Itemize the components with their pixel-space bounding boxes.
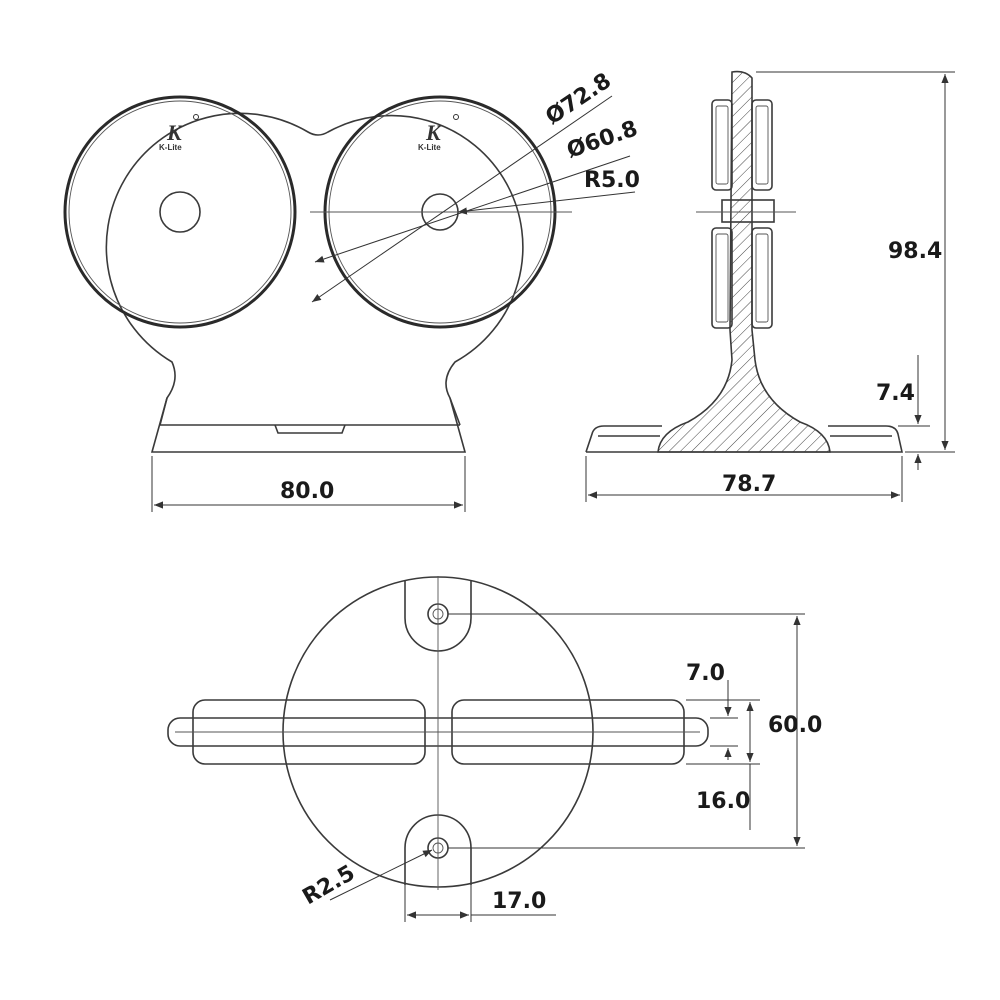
logo-text-right: K-Lite [418, 143, 441, 152]
leader-inner-diameter [314, 155, 631, 263]
side-plate-upper-left [711, 99, 733, 191]
dim-base-width: 78.7 [722, 472, 776, 497]
front-base-notch [274, 424, 346, 434]
right-logo: K K-Lite [418, 114, 459, 152]
dim-width: 80.0 [280, 479, 334, 504]
dim-height: 98.4 [888, 239, 942, 264]
dim-gap: 7.0 [686, 661, 725, 686]
dim-hole-spacing: 60.0 [768, 713, 822, 738]
side-plate-lower-left [711, 227, 733, 329]
side-plate-lower-right [751, 227, 773, 329]
side-base-flange [585, 425, 903, 453]
dim-slot-radius: R2.5 [299, 861, 360, 911]
dim-plate-thickness: 16.0 [696, 789, 750, 814]
logo-text-left: K-Lite [159, 143, 182, 152]
side-view: 98.4 7.4 78.7 [585, 70, 955, 502]
left-magnet-disc: K K-Lite [63, 95, 297, 329]
front-view: K K-Lite K K-Lite Ø72.8 Ø60.8 R5.0 [63, 68, 641, 512]
leader-hole-radius [457, 191, 636, 215]
svg-text:K: K [425, 120, 442, 145]
side-plate-upper-right [751, 99, 773, 191]
left-center-hole [159, 191, 201, 233]
dim-slot-width: 17.0 [492, 889, 546, 914]
side-center-bolt [721, 199, 775, 223]
svg-text:K: K [166, 120, 183, 145]
dim-base-thickness: 7.4 [876, 381, 915, 406]
bottom-view: 60.0 7.0 16.0 R2.5 17.0 [167, 576, 822, 922]
dim-outer-diameter: Ø72.8 [541, 68, 615, 130]
dim-hole-radius: R5.0 [584, 168, 640, 193]
front-body-outline [105, 112, 524, 453]
leader-slot-radius [329, 849, 433, 901]
side-section-hatched [657, 70, 831, 453]
leader-outer-diameter [311, 95, 613, 303]
left-logo: K K-Lite [159, 114, 199, 152]
